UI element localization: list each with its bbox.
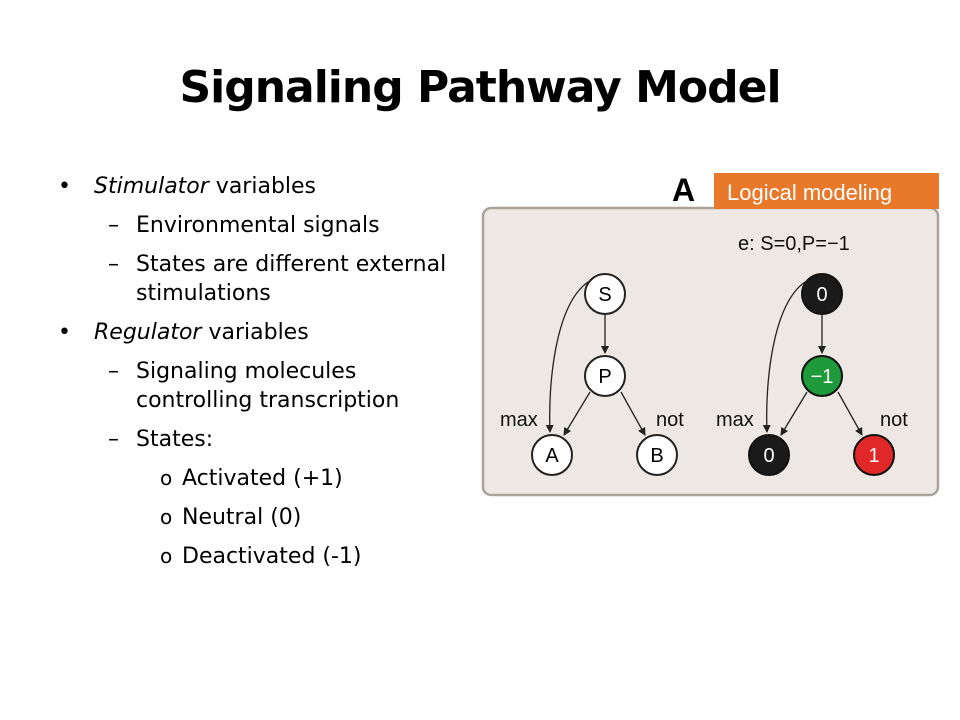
stimulator-term: Stimulator: [94, 174, 209, 199]
node-b-right-label: 1: [868, 445, 879, 467]
states-text: States:: [136, 427, 214, 452]
node-p-left: [584, 355, 626, 397]
bullet-list: • Stimulator variables – Environmental s…: [58, 172, 468, 581]
edge-s-a-right: [762, 281, 806, 433]
edge-p-a: [563, 391, 591, 436]
node-b-right: [853, 434, 895, 476]
circle-marker: o: [160, 505, 173, 529]
bullet-activated: o Activated (+1): [58, 464, 468, 493]
node-a-right-label: 0: [763, 445, 774, 467]
bullet-states-external: – States are different external stimulat…: [58, 250, 468, 308]
signaling-molecules-text: Signaling molecules controlling transcri…: [136, 359, 400, 413]
circle-marker: o: [160, 544, 173, 568]
node-p-right-label: −1: [811, 366, 834, 388]
header-banner: [714, 173, 939, 209]
edge-s-a: [545, 281, 589, 433]
env-signals-text: Environmental signals: [136, 213, 380, 238]
edge-label-max-right: max: [716, 409, 754, 431]
bullet-marker: •: [58, 320, 71, 345]
bullet-marker: •: [58, 174, 71, 199]
edge-label-max-left: max: [500, 409, 538, 431]
logical-modeling-diagram: A Logical modeling e: S=0,P=−1 max not S…: [481, 172, 940, 497]
node-s-right: [801, 273, 843, 315]
page-title: Signaling Pathway Model: [179, 62, 781, 113]
edge-p-a-right: [780, 391, 808, 436]
edge-p-b-right: [837, 391, 863, 436]
bullet-env-signals: – Environmental signals: [58, 211, 468, 240]
edge-label-not-right: not: [880, 409, 908, 431]
header-label: Logical modeling: [727, 180, 892, 205]
regulator-term: Regulator: [94, 320, 202, 345]
stimulator-rest: variables: [208, 174, 317, 199]
regulator-rest: variables: [201, 320, 309, 345]
node-s-left-label: S: [598, 284, 611, 306]
bullet-states: – States:: [58, 425, 468, 454]
node-s-left: [584, 273, 626, 315]
neutral-text: Neutral (0): [182, 505, 302, 530]
dash-marker: –: [108, 252, 119, 277]
node-a-left-label: A: [545, 445, 559, 467]
activated-text: Activated (+1): [182, 466, 343, 491]
dash-marker: –: [108, 359, 119, 384]
bullet-stimulator: • Stimulator variables: [58, 172, 468, 201]
node-b-left-label: B: [650, 445, 663, 467]
equation-label: e: S=0,P=−1: [738, 233, 850, 255]
dash-marker: –: [108, 213, 119, 238]
dash-marker: –: [108, 427, 119, 452]
deactivated-text: Deactivated (-1): [182, 544, 362, 569]
node-s-right-label: 0: [816, 284, 827, 306]
edge-label-not-left: not: [656, 409, 684, 431]
node-a-left: [531, 434, 573, 476]
bullet-regulator: • Regulator variables: [58, 318, 468, 347]
edge-p-b: [620, 391, 646, 436]
bullet-signaling-molecules: – Signaling molecules controlling transc…: [58, 357, 468, 415]
bullet-deactivated: o Deactivated (-1): [58, 542, 468, 571]
bullet-neutral: o Neutral (0): [58, 503, 468, 532]
node-p-right: [801, 355, 843, 397]
node-a-right: [748, 434, 790, 476]
node-p-left-label: P: [598, 366, 611, 388]
node-b-left: [636, 434, 678, 476]
circle-marker: o: [160, 466, 173, 490]
states-external-text: States are different external stimulatio…: [136, 252, 447, 306]
panel-letter: A: [672, 172, 695, 208]
